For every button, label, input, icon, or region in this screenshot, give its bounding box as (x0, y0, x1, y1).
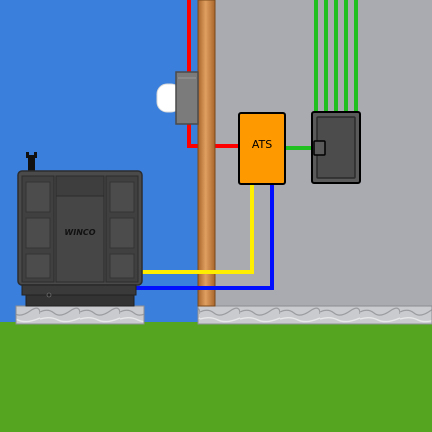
generator-brand: WINCO (64, 228, 95, 237)
ats-box: ATS (238, 112, 286, 185)
generator-wire-yellow (140, 184, 254, 274)
building-foundation (197, 305, 432, 325)
grass-ground (0, 322, 432, 432)
breaker-panel-icon (311, 111, 361, 184)
ats-label: ATS (252, 138, 272, 151)
generator-pad (15, 305, 145, 325)
load-wire-blue (134, 184, 274, 290)
utility-wire-red (187, 0, 240, 148)
generator-icon: WINCO (17, 152, 143, 307)
wooden-post (197, 0, 216, 307)
meter-icon (156, 71, 199, 125)
green-wire-bundle (314, 0, 358, 114)
